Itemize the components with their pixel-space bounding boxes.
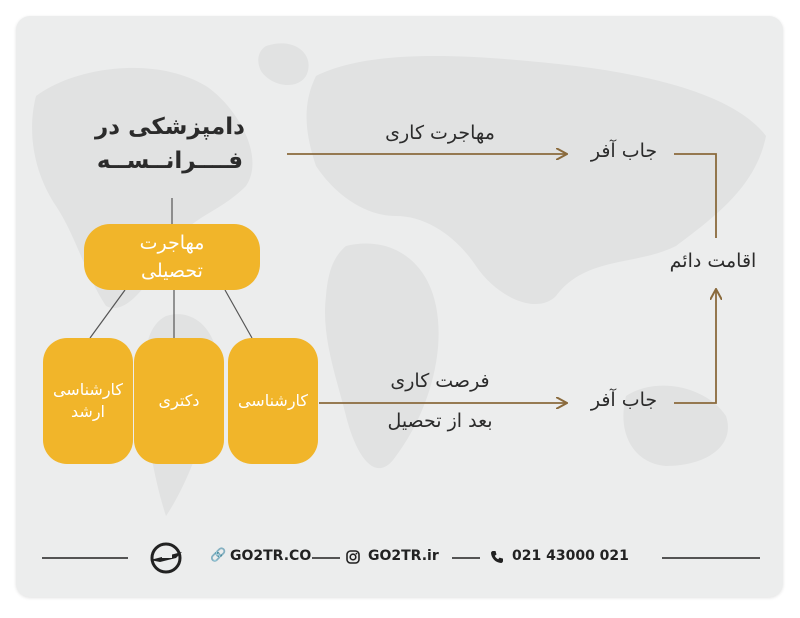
- degree-label: کارشناسی: [52, 380, 124, 399]
- job-offer-bottom: جاب آفر: [590, 389, 658, 411]
- degree-label: کارشناسی: [237, 391, 309, 410]
- permanent-residency-label: اقامت دائم: [669, 250, 757, 272]
- link-icon: 🔗: [210, 548, 227, 563]
- instagram-text[interactable]: GO2TR.ir: [368, 548, 439, 564]
- job-offer-top: جاب آفر: [590, 140, 658, 162]
- main-node-study-migration: مهاجرت تحصیلی: [84, 224, 260, 290]
- main-to-left-line: [89, 289, 126, 339]
- diagram-title: دامپزشکی در فــــرانــســه: [80, 110, 260, 178]
- website-text[interactable]: GO2TR.CO: [230, 548, 312, 564]
- degree-label: دکتری: [158, 391, 200, 410]
- degree-node-doctorate: دکتری: [134, 338, 224, 464]
- job-opportunity-label: فرصت کاری: [390, 370, 490, 392]
- main-node-line-2: تحصیلی: [141, 260, 203, 282]
- instagram-icon: [346, 550, 360, 564]
- after-study-label: بعد از تحصیل: [387, 410, 493, 432]
- plane-logo-icon: [150, 542, 182, 574]
- top-link-to-residency: [674, 153, 717, 238]
- phone-icon: [491, 551, 503, 563]
- work-migration-label: مهاجرت کاری: [385, 122, 495, 144]
- title-line-2: فــــرانــســه: [96, 148, 244, 174]
- main-to-right-line: [224, 289, 253, 339]
- bottom-link-to-residency: [674, 290, 716, 404]
- phone-text[interactable]: 021 43000 021: [512, 548, 629, 564]
- degree-node-bachelors: کارشناسی: [228, 338, 318, 464]
- degree-node-masters: کارشناسی ارشد: [43, 338, 133, 464]
- title-line-1: دامپزشکی در: [95, 114, 245, 140]
- main-node-line-1: مهاجرت: [139, 232, 205, 254]
- degree-label: ارشد: [71, 402, 105, 421]
